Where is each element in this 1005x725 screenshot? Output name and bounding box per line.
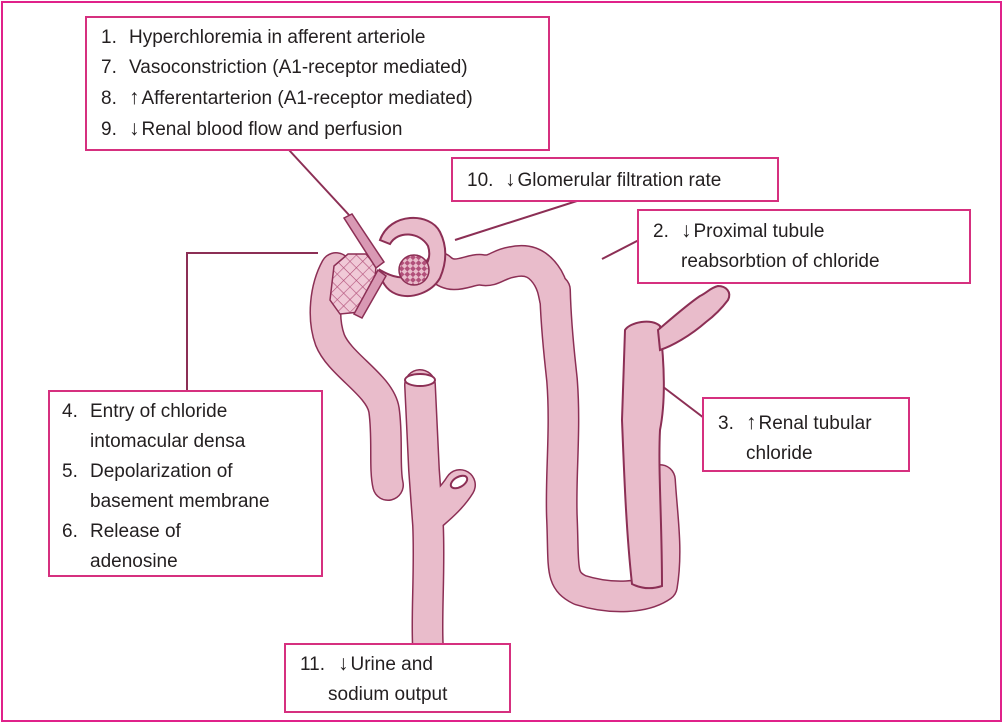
label-line: 1.Hyperchloremia in afferent arteriole [101,23,548,53]
label-line: sodium output [300,680,509,710]
up-arrow-icon: ↑ [746,411,757,434]
label-line: 10.↓Glomerular filtration rate [467,165,777,196]
leader-line-proximal [602,240,639,259]
label-text: Renal tubular [759,413,872,434]
label-number: 10. [467,166,505,196]
label-line: 3.↑Renal tubular [718,408,908,439]
label-number: 8. [101,84,129,114]
label-text: Afferentarterion (A1-receptor mediated) [142,88,473,109]
label-line: 9.↓Renal blood flow and perfusion [101,114,548,145]
label-number: 3. [718,409,746,439]
label-box-proximal-tubule: 2.↓Proximal tubule reabsorbtion of chlori… [637,209,971,284]
leader-line-top [289,150,349,215]
label-number: 5. [62,457,90,487]
label-line: adenosine [62,547,321,577]
loop-ascending-limb [622,322,664,589]
glomerulus [399,255,429,285]
ascending-limb-tail [658,286,729,350]
down-arrow-icon: ↓ [129,117,140,140]
label-number: 1. [101,23,129,53]
down-arrow-icon: ↓ [681,219,692,242]
label-text: Urine and [351,654,433,675]
label-line: 5.Depolarization of [62,457,321,487]
label-number: 11. [300,650,338,680]
label-box-renal-tubular-chloride: 3.↑Renal tubular chloride [702,397,910,472]
label-line: 2.↓Proximal tubule [653,216,969,247]
label-text: sodium output [328,684,447,705]
label-line: 7.Vasoconstriction (A1-receptor mediated… [101,53,548,83]
label-text: Proximal tubule [694,221,825,242]
label-number: 9. [101,115,129,145]
label-text: reabsorbtion of chloride [681,251,880,272]
label-text: intomacular densa [90,431,245,452]
label-text: Glomerular filtration rate [518,170,722,191]
label-number: 7. [101,53,129,83]
label-text: Depolarization of [90,461,233,482]
label-number: 2. [653,217,681,247]
label-text: chloride [746,443,813,464]
label-line: reabsorbtion of chloride [653,247,969,277]
label-text: Vasoconstriction (A1-receptor mediated) [129,57,468,78]
label-number: 6. [62,517,90,547]
label-text: Hyperchloremia in afferent arteriole [129,27,425,48]
tubule-paths [325,261,664,648]
label-line: 6.Release of [62,517,321,547]
label-text: adenosine [90,551,178,572]
up-arrow-icon: ↑ [129,86,140,109]
down-arrow-icon: ↓ [505,168,516,191]
leader-line-tubular [658,383,704,418]
label-line: basement membrane [62,487,321,517]
label-text: Renal blood flow and perfusion [142,119,403,140]
label-text: Entry of chloride [90,401,227,422]
label-line: 4.Entry of chloride [62,397,321,427]
label-line: intomacular densa [62,427,321,457]
label-box-urine-output: 11.↓Urine and sodium output [284,643,511,713]
label-text: Release of [90,521,181,542]
down-arrow-icon: ↓ [338,652,349,675]
collecting-duct-opening [405,374,435,386]
label-line: 11.↓Urine and [300,649,509,680]
leader-line-macula [187,253,318,390]
label-box-glomerular-filtration: 10.↓Glomerular filtration rate [451,157,779,202]
label-line: 8.↑Afferentarterion (A1-receptor mediate… [101,83,548,114]
label-line: chloride [718,439,908,469]
label-text: basement membrane [90,491,270,512]
label-number: 4. [62,397,90,427]
